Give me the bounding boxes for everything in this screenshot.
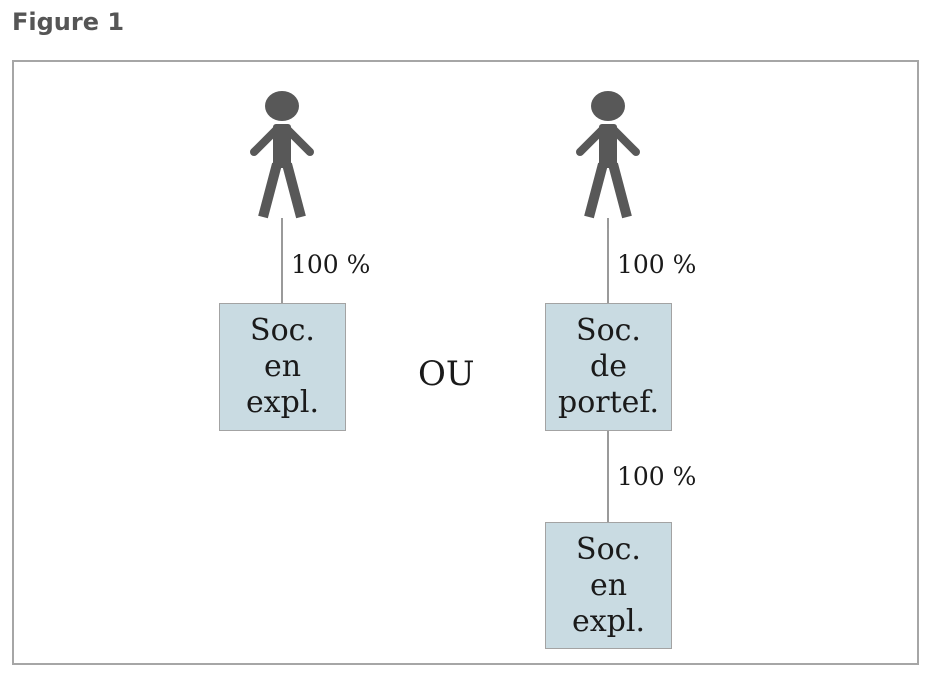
box-line: Soc. <box>576 531 641 567</box>
person-icon <box>576 91 640 219</box>
ownership-label-left: 100 % <box>291 250 371 279</box>
box-line: en <box>263 349 302 384</box>
box-line: Soc. <box>250 313 315 348</box>
box-line: expl. <box>571 603 645 639</box>
box-line: portef. <box>558 385 659 420</box>
box-line: en <box>589 567 628 603</box>
company-box-right: Soc. en expl. <box>545 522 672 649</box>
figure-title: Figure 1 <box>12 8 125 36</box>
box-line: expl. <box>245 385 319 420</box>
diagram-frame <box>12 60 919 665</box>
person-icon <box>250 91 314 219</box>
box-line: Soc. <box>576 313 641 348</box>
ownership-label-right-bottom: 100 % <box>617 462 697 491</box>
separator-label: OU <box>418 354 475 394</box>
holding-box-right: Soc. de portef. <box>545 303 672 431</box>
company-box-left: Soc. en expl. <box>219 303 346 431</box>
ownership-label-right-top: 100 % <box>617 250 697 279</box>
box-line: de <box>590 349 627 384</box>
